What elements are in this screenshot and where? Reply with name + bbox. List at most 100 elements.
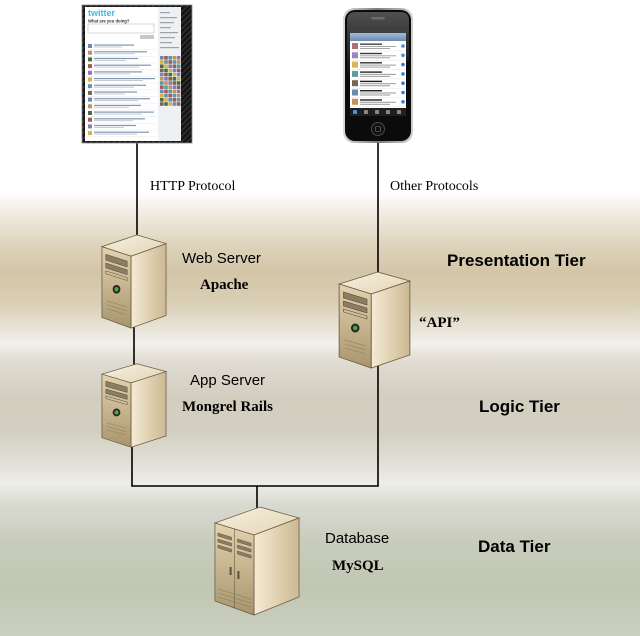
tab-icon — [375, 110, 379, 114]
follower-avatar — [168, 72, 172, 77]
follower-avatar — [160, 93, 164, 98]
tweet-disclosure-icon — [401, 62, 405, 67]
follower-avatar — [176, 89, 181, 94]
follower-avatar — [160, 102, 164, 106]
timeline-feed — [87, 44, 157, 137]
follower-avatar — [172, 56, 177, 60]
follower-avatar — [172, 77, 177, 81]
feed-avatar — [88, 124, 92, 129]
web-server-icon — [101, 234, 167, 329]
tweet-avatar — [352, 98, 358, 105]
follower-avatar — [168, 93, 172, 98]
follower-avatar — [164, 68, 168, 73]
feed-avatar — [88, 131, 92, 136]
presentation-tier-label: Presentation Tier — [447, 251, 586, 270]
tab-icon — [397, 110, 401, 114]
follower-avatar — [176, 64, 181, 68]
follower-avatar — [172, 60, 177, 64]
tweet-avatar — [352, 80, 358, 87]
follower-avatar — [168, 81, 172, 85]
home-button-icon — [371, 122, 385, 136]
feed-text-line — [94, 93, 125, 95]
twitter-logo: twitter — [88, 8, 115, 18]
follower-avatar — [176, 102, 181, 106]
follower-avatar — [164, 102, 168, 106]
follower-avatar — [160, 72, 164, 77]
follower-avatar — [164, 56, 168, 60]
follower-avatar — [168, 56, 172, 60]
feed-avatar — [88, 64, 92, 69]
feed-text-line — [94, 100, 138, 102]
phone-gloss — [347, 12, 409, 80]
feed-text-line — [94, 71, 142, 73]
sidebar-text-line — [160, 47, 179, 49]
feed-avatar — [88, 77, 92, 82]
database-server-icon — [214, 506, 300, 616]
feed-avatar — [88, 97, 92, 102]
feed-text-line — [94, 78, 155, 80]
follower-avatar — [176, 68, 181, 73]
tweet-text-line — [360, 75, 390, 77]
follower-avatar — [168, 68, 172, 73]
feed-avatar — [88, 111, 92, 115]
feed-text-line — [94, 91, 137, 93]
follower-avatar — [160, 68, 164, 73]
tweet-text-line — [360, 94, 390, 96]
update-button — [140, 35, 154, 39]
sidebar-text-line — [160, 37, 175, 39]
feed-avatar — [88, 50, 92, 55]
feed-avatar — [88, 44, 92, 48]
feed-text-line — [94, 66, 139, 68]
app-server-icon — [101, 363, 167, 448]
logic-tier-label: Logic Tier — [479, 397, 560, 416]
database-software-label: MySQL — [332, 558, 384, 574]
feed-avatar — [88, 57, 92, 62]
iphone-device — [343, 8, 413, 143]
follower-avatar — [168, 85, 172, 89]
feed-text-line — [94, 104, 141, 106]
feed-text-line — [94, 106, 129, 108]
connectors — [131, 143, 379, 515]
database-role-label: Database — [325, 530, 390, 547]
follower-avatar — [164, 60, 168, 64]
feed-text-line — [94, 113, 142, 115]
follower-avatar — [164, 85, 168, 89]
tweet-text-line — [360, 103, 390, 105]
sidebar-text-line — [160, 12, 170, 14]
follower-avatar — [172, 64, 177, 68]
feed-text-line — [94, 64, 151, 66]
feed-text-line — [94, 120, 133, 122]
follower-avatar — [172, 72, 177, 77]
twitter-web-page-screenshot: twitter What are you doing? — [81, 4, 193, 144]
follower-avatar — [172, 98, 177, 102]
sidebar-content — [160, 12, 181, 106]
follower-avatar — [160, 60, 164, 64]
feed-avatar — [88, 70, 92, 75]
feed-text-line — [94, 133, 137, 135]
follower-avatar — [160, 56, 164, 60]
follower-avatar — [176, 98, 181, 102]
follower-avatar — [172, 85, 177, 89]
follower-avatar — [168, 64, 172, 68]
data-tier-label: Data Tier — [478, 537, 551, 556]
feed-text-line — [94, 118, 145, 120]
follower-avatar — [164, 93, 168, 98]
tab-icon — [364, 110, 368, 114]
feed-avatar — [88, 90, 92, 95]
app-server-software-label: Mongrel Rails — [182, 399, 273, 415]
follower-avatar — [160, 77, 164, 81]
app-server-role-label: App Server — [190, 372, 266, 389]
follower-avatar — [160, 81, 164, 85]
tweet-text-line — [360, 92, 396, 94]
feed-avatar — [88, 117, 92, 122]
feed-text-line — [94, 57, 138, 60]
tweet-avatar — [352, 89, 358, 96]
sidebar-text-line — [160, 22, 174, 24]
tweet-author-line — [360, 80, 382, 83]
feed-text-line — [94, 86, 134, 88]
home-button-square-icon — [375, 126, 381, 132]
web-server-role-label: Web Server — [182, 250, 261, 267]
feed-text-line — [94, 126, 124, 128]
feed-text-line — [94, 84, 146, 86]
feed-text-line — [94, 124, 136, 127]
